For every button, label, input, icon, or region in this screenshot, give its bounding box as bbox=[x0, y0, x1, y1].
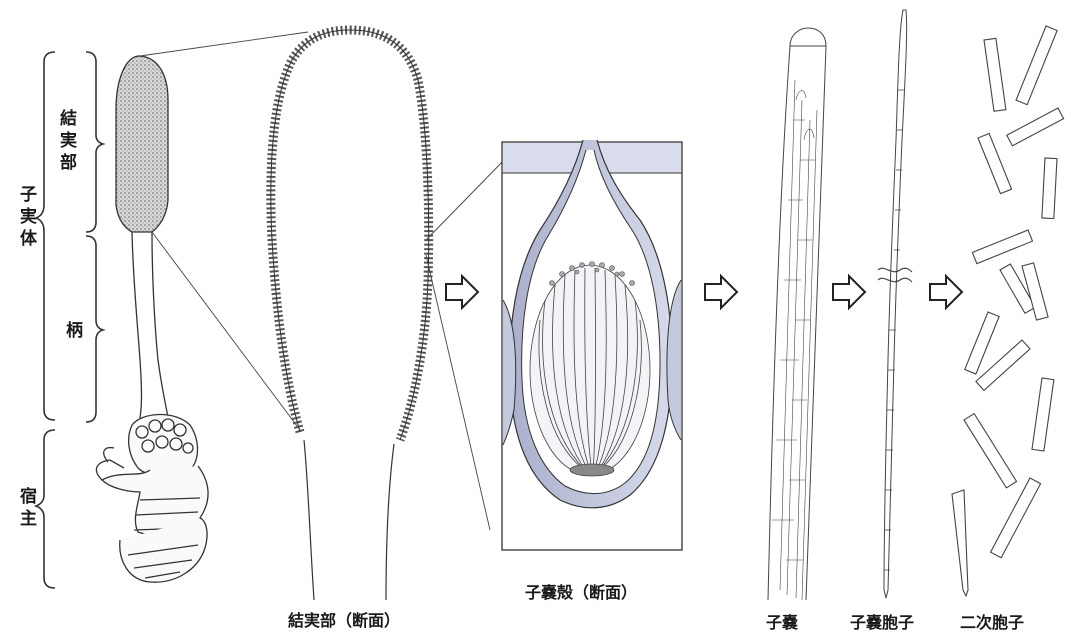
caption-fertile-section: 結実部（断面） bbox=[288, 611, 400, 630]
fruiting-body-drawing bbox=[116, 56, 168, 418]
label-fruiting-body-1: 子 bbox=[20, 185, 37, 205]
asci-bundle bbox=[530, 265, 650, 475]
vertical-label-fruiting-body: 子 実 体 bbox=[20, 185, 38, 249]
vertical-label-fertile: 結 実 部 bbox=[60, 108, 77, 173]
label-host-1: 宿 bbox=[20, 486, 37, 507]
ascus-drawing bbox=[768, 28, 826, 600]
label-fertile-3: 部 bbox=[60, 152, 77, 173]
magnify-lines-2 bbox=[426, 156, 508, 530]
bracket-stalk bbox=[86, 236, 103, 422]
arrow-3 bbox=[833, 276, 865, 308]
caption-secondary-spores: 二次胞子 bbox=[960, 613, 1024, 632]
label-host-2: 主 bbox=[20, 508, 37, 529]
arrow-4 bbox=[930, 276, 962, 308]
label-fruiting-body-2: 実 bbox=[20, 206, 37, 227]
bracket-fertile bbox=[86, 52, 103, 232]
arrow-2 bbox=[705, 276, 737, 308]
caption-perithecium-section: 子嚢殻（断面） bbox=[525, 583, 637, 602]
bracket-host bbox=[36, 430, 55, 588]
host-nymph-drawing bbox=[96, 414, 208, 582]
caption-ascus: 子嚢 bbox=[766, 613, 799, 632]
label-fruiting-body-3: 体 bbox=[20, 228, 38, 249]
perithecium-section-drawing bbox=[502, 140, 682, 550]
label-stalk: 柄 bbox=[66, 320, 83, 341]
bracket-fruiting-body bbox=[36, 52, 55, 420]
secondary-spores bbox=[952, 26, 1064, 596]
label-fertile-2: 実 bbox=[60, 130, 77, 151]
arrow-1 bbox=[446, 276, 478, 308]
fertile-section-drawing bbox=[271, 30, 429, 600]
ascospore-drawing bbox=[878, 10, 912, 598]
vertical-label-host: 宿 主 bbox=[20, 486, 37, 529]
caption-ascospore: 子嚢胞子 bbox=[850, 613, 914, 632]
label-fertile-1: 結 bbox=[60, 108, 77, 129]
